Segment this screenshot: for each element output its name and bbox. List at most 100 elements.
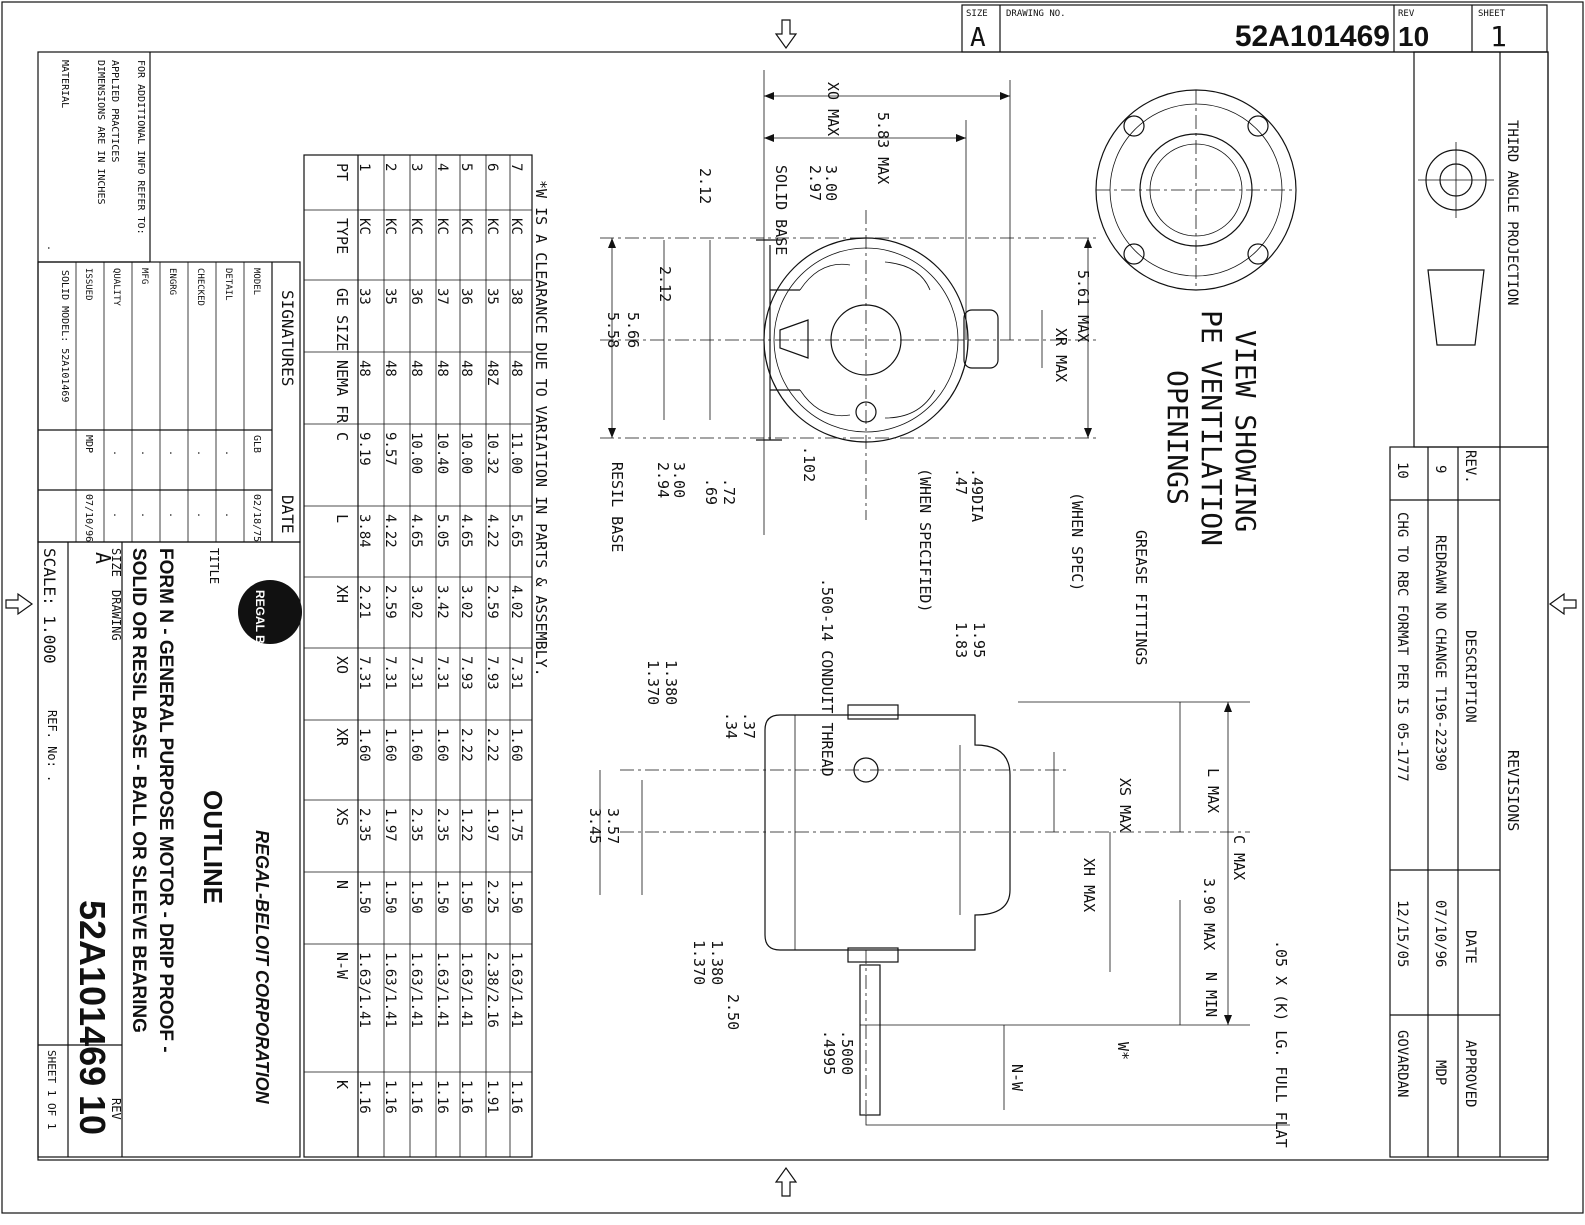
table-cell: 36 [458,288,474,305]
table-header-n: N [333,880,351,889]
applied-practices-note: APPLIED PRACTICES [109,60,120,162]
sheet-of: SHEET 1 OF 1 [45,1050,58,1129]
dim-5-66: 5.66 [624,312,642,348]
title-outline: OUTLINE [198,790,228,904]
sig-issued-label: ISSUED [83,268,93,301]
table-cell: 3.42 [434,585,450,619]
grease-when-label: (WHEN SPEC) [1068,492,1086,591]
signatures-date-header: DATE [278,495,297,534]
table-cell: 1.63/1.41 [434,952,450,1028]
sheet-value: 1 [1490,20,1507,53]
table-cell: 1.60 [508,728,524,762]
sig-model-date: 02/18/75 [251,494,262,542]
table-cell: 35 [484,288,500,305]
dim-w: W* [1114,1042,1132,1060]
table-cell: 1.50 [434,880,450,914]
sig-issued-date: 07/10/96 [83,494,94,542]
table-cell: 5.65 [508,514,524,548]
dim-5-58: 5.58 [604,312,622,348]
revisions-table: REVISIONS REV. DESCRIPTION DATE APPROVED… [1389,446,1549,1158]
dim-2-94: 2.94 [654,462,672,498]
dim-1-83: 1.83 [952,622,970,658]
sig-mfg-label: MFG [139,268,149,284]
sig-issued-name: MDP [83,435,94,453]
table-cell: 10.32 [484,432,500,474]
table-cell: 3.02 [458,585,474,619]
sig-checked-date: . [195,512,206,518]
table-cell: 1.63/1.41 [382,952,398,1028]
approved-header: APPROVED [1462,1040,1478,1107]
regal-beloit-logo: REGAL BELOIT [238,580,302,680]
table-cell: 2.38/2.16 [484,952,500,1028]
table-cell: 2.35 [408,808,424,842]
table-cell: 1.60 [408,728,424,762]
dim-47: .47 [952,468,970,495]
table-cell: 2.59 [484,585,500,619]
signatures-block: SIGNATURES DATE MODEL GLB 02/18/75 DETAI… [37,261,301,543]
title-label: TITLE [207,548,221,584]
conduit-label: .500-14 CONDUIT THREAD [818,578,836,777]
motor-body-outline [764,714,1011,951]
size-value: A [970,23,986,53]
table-cell: 1.60 [382,728,398,762]
table-note: *W IS A CLEARANCE DUE TO VARIATION IN PA… [532,180,550,677]
table-cell: 1.16 [356,1080,372,1114]
dim-34: .34 [722,712,740,739]
when-specified-note: (WHEN SPECIFIED) [916,468,934,613]
dim-1-380-bot: 1.380 [708,940,726,985]
table-cell: 1.63/1.41 [458,952,474,1028]
table-cell: 48 [434,360,450,377]
signatures-title: SIGNATURES [278,290,297,386]
rev-9: 9 [1432,465,1448,473]
table-cell: 48Z [484,360,500,385]
dim-xs-max: XS MAX [1116,778,1134,832]
table-cell: 38 [508,288,524,305]
side-view: GREASE FITTINGS (WHEN SPEC) .500-14 COND… [586,492,1290,1148]
grease-fitting-end [963,309,999,369]
dim-2-97: 2.97 [806,165,824,201]
dim-3-00: 3.00 [822,165,840,201]
company-name: REGAL-BELOIT CORPORATION [252,830,272,1105]
revisions-title: REVISIONS [1504,750,1522,831]
table-cell: 5.05 [434,514,450,548]
table-cell: 1.63/1.41 [356,952,372,1028]
projection-symbol-icon [1418,142,1494,346]
dim-solid-base: SOLID BASE [772,165,790,255]
table-cell: 1.50 [356,880,372,914]
table-cell: 1.50 [408,880,424,914]
table-cell: 7.31 [508,656,524,690]
table-cell: KC [356,218,372,235]
title-block: REGAL BELOIT REGAL-BELOIT CORPORATION TI… [37,541,302,1158]
date-header: DATE [1462,930,1478,964]
vent-caption-line-3: OPENINGS [1161,370,1194,505]
sig-quality-date: . [111,512,122,518]
dim-49-dia: .49DIA [968,468,986,522]
table-header-n-w: N-W [333,952,351,980]
table-cell: 1.50 [508,880,524,914]
table-cell: 48 [508,360,524,377]
table-cell: 3.84 [356,514,372,548]
table-cell: 2.59 [382,585,398,619]
bottom-drawing-label: DRAWING [109,590,123,641]
table-cell: 7.31 [382,656,398,690]
table-cell: 2.22 [458,728,474,762]
table-header-c: C [333,432,351,441]
dim-4995: .4995 [820,1030,838,1075]
table-header-type: TYPE [333,218,351,254]
table-cell: 7.93 [458,656,474,690]
title-line-2: FORM N - GENERAL PURPOSE MOTOR - DRIP PR… [155,548,176,1053]
table-cell: 1.63/1.41 [508,952,524,1028]
end-view: XO MAX 5.83 MAX 3.00 2.97 SOLID BASE 2.1… [600,70,1100,613]
table-header-xs: XS [333,808,351,826]
grease-label: GREASE FITTINGS [1132,530,1150,665]
table-cell: 1.16 [434,1080,450,1114]
dim-xr-max: XR MAX [1052,328,1070,382]
additional-info-note: FOR ADDITIONAL INFO REFER TO: [135,60,146,235]
projection-label: THIRD ANGLE PROJECTION [1504,120,1520,305]
sig-model-name: GLB [251,435,262,453]
table-header-pt: PT [333,163,351,181]
sig-mfg-name: . [139,450,150,456]
material-label: MATERIAL [59,60,70,108]
